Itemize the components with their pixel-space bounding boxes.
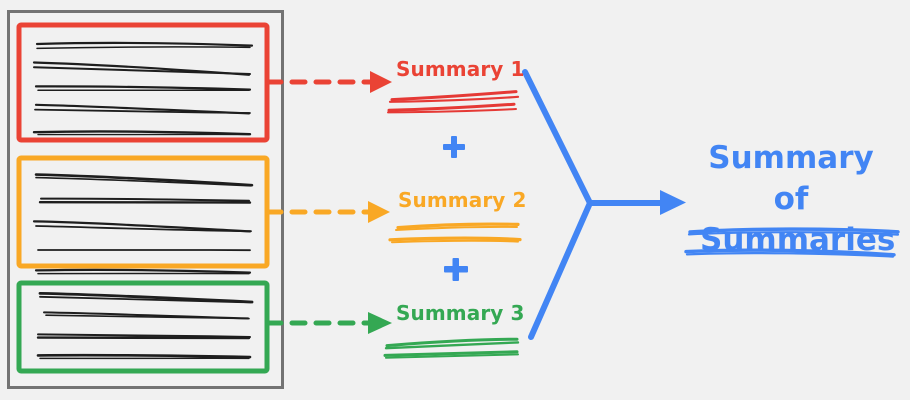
aggregate-connector	[522, 69, 686, 340]
document-group-green-text-lines	[36, 292, 254, 360]
document-group-orange-text-lines	[32, 173, 254, 275]
final-summary-scribble-lines	[684, 227, 900, 258]
source-documents-container	[7, 10, 284, 389]
summary-3-label: Summary 3	[396, 301, 525, 325]
final-summary-label: Summary of Summaries	[700, 140, 896, 258]
document-group-red[interactable]	[16, 22, 270, 143]
arrow-orange-to-summary2	[265, 201, 390, 223]
arrow-green-to-summary3	[265, 312, 392, 334]
summary-2-label: Summary 2	[398, 188, 527, 212]
document-group-green-border	[16, 280, 270, 374]
arrow-red-to-summary1	[265, 71, 392, 93]
summary-1-label: Summary 1	[396, 57, 525, 81]
plus-sign-2-icon	[444, 258, 468, 281]
summary-1-scribble-lines	[387, 90, 520, 114]
document-group-red-text-lines	[32, 41, 254, 136]
arrowhead-blue-icon	[660, 190, 686, 215]
document-group-green[interactable]	[16, 280, 270, 374]
arrowhead-red-icon	[370, 71, 392, 93]
arrowhead-orange-icon	[368, 201, 390, 223]
summary-2-scribble-lines	[388, 222, 522, 244]
summary-3-scribble-lines	[383, 337, 520, 359]
connector-branch-bottom	[528, 200, 593, 340]
plus-sign-1-icon	[443, 136, 465, 158]
connector-branch-top	[522, 69, 593, 206]
arrowhead-green-icon	[368, 312, 392, 334]
